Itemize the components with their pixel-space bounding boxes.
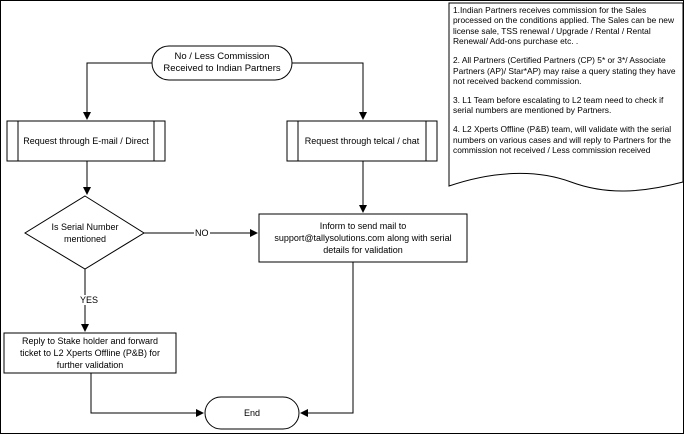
note-item: 4. L2 Xperts Offline (P&B) team, will va… bbox=[453, 124, 672, 155]
request-email-label: Request through E-mail / Direct bbox=[23, 136, 149, 146]
note-item: 3. L1 Team before escalating to L2 team … bbox=[453, 94, 664, 116]
request-telcal-label: Request through telcal / chat bbox=[304, 136, 420, 146]
connector-reply-end bbox=[90, 373, 204, 417]
note-shape bbox=[448, 2, 684, 192]
end-terminator-shape bbox=[204, 396, 300, 430]
edge-label-yes: YES bbox=[79, 295, 100, 305]
connector-start-telcal bbox=[292, 62, 367, 120]
request-email-shape bbox=[6, 120, 166, 162]
end-label: End bbox=[243, 408, 260, 418]
decision-label: Is Serial Number mentioned bbox=[51, 222, 119, 244]
edge-label-no: NO bbox=[194, 228, 210, 238]
note-item: 1.Indian Partners receives commission fo… bbox=[453, 5, 675, 47]
start-label: No / Less Commission Received to Indian … bbox=[163, 51, 281, 74]
inform-mail-label: Inform to send mail to support@tallysolu… bbox=[274, 221, 452, 255]
reply-forward-shape bbox=[3, 332, 177, 374]
inform-mail-shape bbox=[258, 213, 468, 263]
note-item: 2. All Partners (Certified Partners (CP)… bbox=[453, 55, 676, 86]
reply-forward-label: Reply to Stake holder and forward ticket… bbox=[20, 336, 160, 370]
connector-inform-end bbox=[300, 262, 354, 417]
request-telcal-shape bbox=[286, 120, 438, 162]
notes-panel: 1.Indian Partners receives commission fo… bbox=[453, 5, 681, 164]
connector-start-email bbox=[83, 62, 152, 120]
